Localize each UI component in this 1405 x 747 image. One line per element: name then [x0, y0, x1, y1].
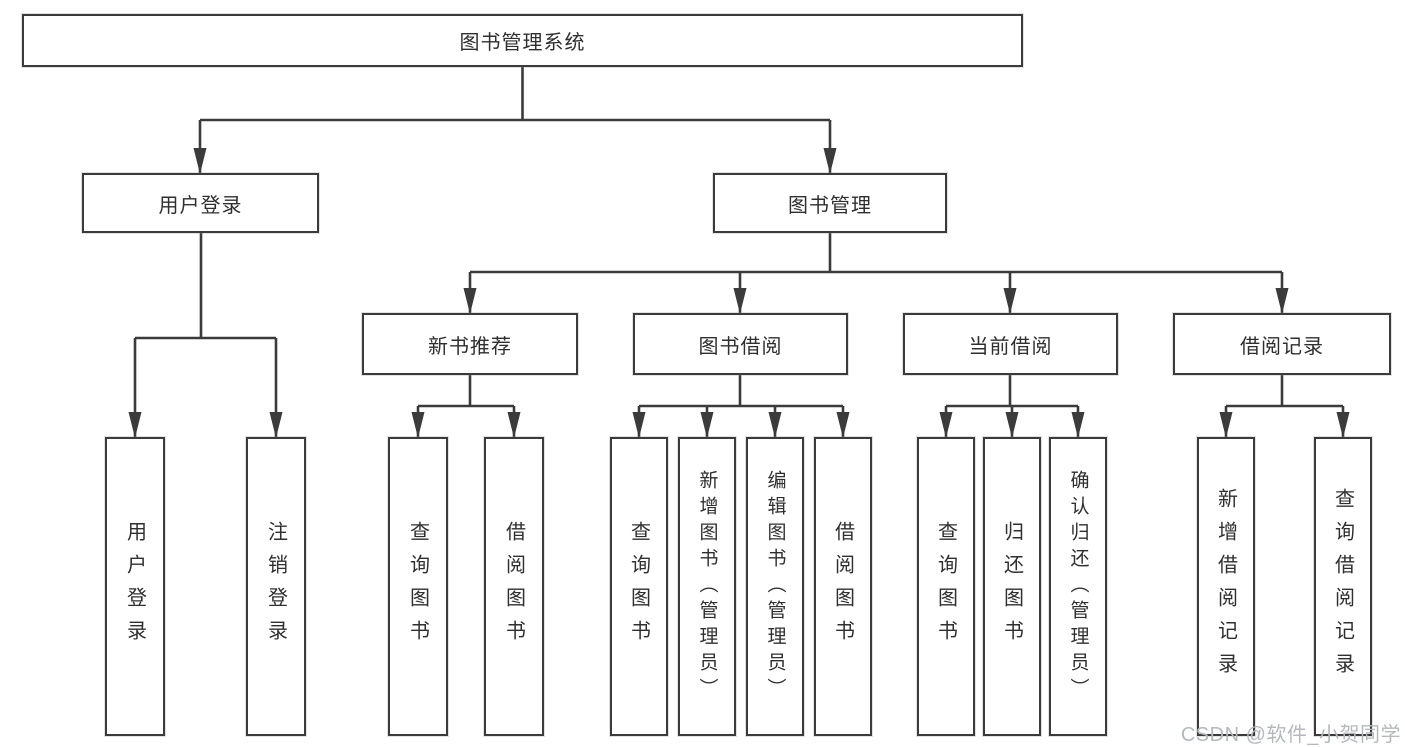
leaf-borrow-books-recommend: 借阅图书: [484, 437, 544, 736]
leaf-edit-books-admin: 编辑图书（管理员）: [746, 437, 804, 736]
leaf-add-books-admin: 新增图书（管理员）: [678, 437, 736, 736]
leaf-logout: 注销登录: [246, 437, 306, 736]
leaf-user-login: 用户登录: [105, 437, 165, 736]
node-library-management-system: 图书管理系统: [22, 14, 1023, 67]
watermark: CSDN @软件_小贺同学: [1180, 724, 1401, 746]
node-borrowing-records: 借阅记录: [1173, 313, 1391, 375]
node-book-management: 图书管理: [713, 173, 947, 233]
leaf-query-books-current: 查询图书: [917, 437, 975, 736]
node-user-login: 用户登录: [82, 173, 319, 233]
node-current-borrowing: 当前借阅: [903, 313, 1118, 375]
leaf-borrow-books-borrowing: 借阅图书: [814, 437, 872, 736]
leaf-return-books: 归还图书: [983, 437, 1041, 736]
node-new-book-recommend: 新书推荐: [362, 313, 578, 375]
leaf-query-books-recommend: 查询图书: [388, 437, 448, 736]
leaf-query-books-borrowing: 查询图书: [610, 437, 668, 736]
leaf-confirm-return-admin: 确认归还（管理员）: [1049, 437, 1107, 736]
leaf-query-borrow-record: 查询借阅记录: [1314, 437, 1372, 736]
leaf-add-borrow-record: 新增借阅记录: [1197, 437, 1255, 736]
node-book-borrowing: 图书借阅: [633, 313, 848, 375]
